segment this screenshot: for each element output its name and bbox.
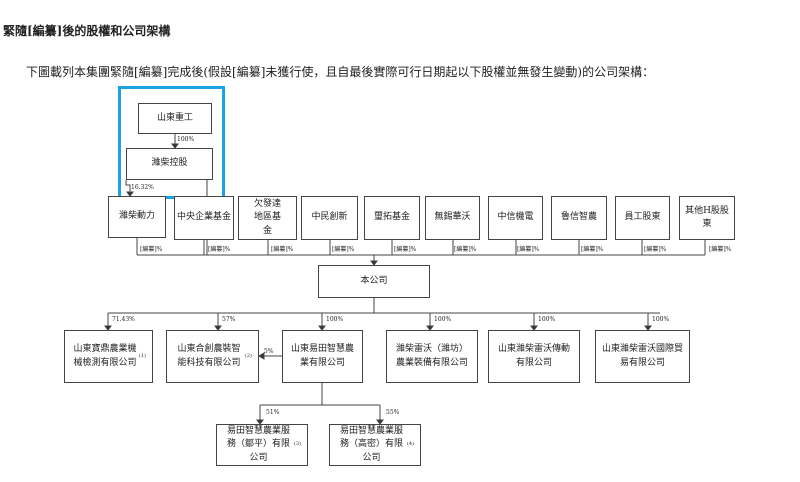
subsidiary-box: 山東合創農裝智能科技有限公司(2) xyxy=(166,330,259,383)
subsidiary-box: 濰柴雷沃（濰坊）農業裝備有限公司 xyxy=(386,330,478,383)
shareholder-pct: [編纂]% xyxy=(271,246,294,253)
subsidiary-pct: 100% xyxy=(326,316,344,323)
footnote-ref: (3) xyxy=(293,441,301,448)
shareholder-box: 中信機電 xyxy=(488,196,543,240)
holding-pct: 16.32% xyxy=(131,184,154,191)
section-title: 緊隨[編纂]後的股權和公司架構 xyxy=(3,24,171,38)
shareholder-pct: [編纂]% xyxy=(709,246,732,253)
parent-pct: 100% xyxy=(177,136,195,143)
shareholder-box: 魯信智農 xyxy=(551,196,607,240)
footnote-ref: (1) xyxy=(138,352,146,359)
shareholder-box: 璽拓基金 xyxy=(364,196,420,240)
cross-pct: 5% xyxy=(264,348,274,355)
shareholder-pct: [編纂]% xyxy=(581,246,604,253)
subsidiary-name: 山東濰柴雷沃傳動有限公司 xyxy=(497,344,570,368)
grandchild-box: 易田智慧農業服務（高密）有限公司(4) xyxy=(329,424,421,466)
grandchild-box: 易田智慧農業服務（鄒平）有限公司(3) xyxy=(216,424,308,466)
shareholder-box: 中央企業基金 xyxy=(174,196,234,240)
subsidiary-name: 山東寶鼎農業機械檢測有限公司 xyxy=(73,344,137,368)
subsidiary-pct: 100% xyxy=(538,316,556,323)
grandchild-pct: 55% xyxy=(386,409,400,416)
shareholder-pct: [編纂]% xyxy=(517,246,540,253)
subsidiary-pct: 71.43% xyxy=(112,316,135,323)
highlight-frame xyxy=(118,86,225,199)
subsidiary-box: 山東易田智慧農業有限公司 xyxy=(282,330,363,383)
shareholder-box: 欠發達地區基金 xyxy=(238,196,297,240)
footnote-ref: (2) xyxy=(244,352,252,359)
shareholder-pct: [編纂]% xyxy=(140,246,163,253)
subsidiary-name: 山東合創農裝智能科技有限公司 xyxy=(177,344,241,368)
subsidiary-box: 山東寶鼎農業機械檢測有限公司(1) xyxy=(64,330,153,383)
grandchild-name: 易田智慧農業服務（高密）有限公司 xyxy=(339,425,403,463)
weichai-holdings-box: 濰柴控股 xyxy=(126,148,213,180)
subsidiary-box: 山東濰柴雷沃國際貿易有限公司 xyxy=(595,330,690,383)
shandong-heavy-industry-box: 山東重工 xyxy=(138,103,212,134)
shareholder-pct: [編纂]% xyxy=(454,246,477,253)
shareholder-pct: [編纂]% xyxy=(332,246,355,253)
shareholder-pct: [編纂]% xyxy=(208,246,231,253)
subsidiary-pct: 100% xyxy=(434,316,452,323)
grandchild-pct: 51% xyxy=(266,409,280,416)
subsidiary-pct: 57% xyxy=(222,316,236,323)
subsidiary-name: 山東易田智慧農業有限公司 xyxy=(290,344,354,368)
footnote-ref: (4) xyxy=(406,441,414,448)
subsidiary-name: 山東濰柴雷沃國際貿易有限公司 xyxy=(602,344,684,368)
shareholder-box: 中民創新 xyxy=(301,196,358,240)
grandchild-name: 易田智慧農業服務（鄒平）有限公司 xyxy=(226,425,290,463)
shareholder-box: 其他H股股東 xyxy=(679,196,735,240)
company-box: 本公司 xyxy=(318,265,430,298)
shareholder-pct: [編纂]% xyxy=(394,246,417,253)
shareholder-box: 無錫華沃 xyxy=(425,196,480,240)
subsidiary-pct: 100% xyxy=(652,316,670,323)
shareholder-pct: [編纂]% xyxy=(644,246,667,253)
subsidiary-name: 濰柴雷沃（濰坊）農業裝備有限公司 xyxy=(395,344,468,368)
intro-text: 下圖載列本集團緊隨[編纂]完成後(假設[編纂]未獲行使，且自最後實際可行日期起以… xyxy=(26,65,655,79)
shareholder-box: 員工股東 xyxy=(615,196,670,240)
shareholder-box: 濰柴動力 xyxy=(108,196,166,238)
subsidiary-box: 山東濰柴雷沃傳動有限公司 xyxy=(488,330,580,383)
